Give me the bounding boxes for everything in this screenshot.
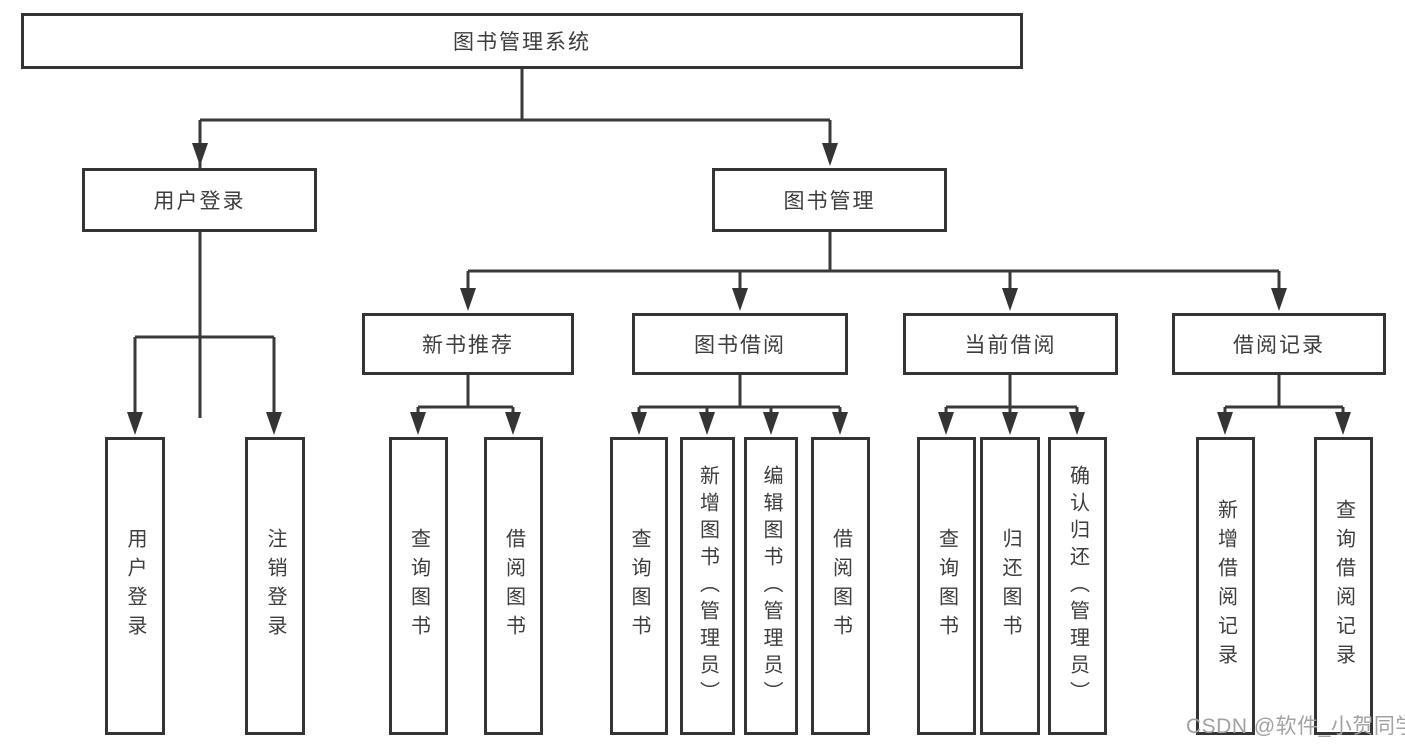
node-borrow-books-recommend: 借阅图书 xyxy=(484,437,543,735)
node-current-borrowing-label: 当前借阅 xyxy=(964,334,1057,357)
node-confirm-return-admin: 确认归还（管理员） xyxy=(1048,437,1107,735)
node-borrowing-records-label: 借阅记录 xyxy=(1233,334,1325,357)
node-book-borrowing: 图书借阅 xyxy=(632,313,848,375)
node-add-books-admin-label: 新增图书（管理员） xyxy=(696,464,719,708)
node-user-login-label: 用户登录 xyxy=(153,190,246,213)
node-user-login-leaf: 用户登录 xyxy=(105,437,165,735)
node-current-borrowing: 当前借阅 xyxy=(903,313,1118,375)
arrowhead-icons xyxy=(127,143,1351,435)
node-query-borrow-record: 查询借阅记录 xyxy=(1314,437,1373,735)
node-query-books-borrowing-label: 查询图书 xyxy=(628,528,650,644)
node-add-borrow-record-label: 新增借阅记录 xyxy=(1214,499,1237,673)
node-borrow-books-borrowing: 借阅图书 xyxy=(811,437,870,735)
node-new-book-recommend-label: 新书推荐 xyxy=(422,334,514,357)
node-book-borrowing-label: 图书借阅 xyxy=(694,334,786,357)
node-root-label: 图书管理系统 xyxy=(453,31,591,54)
node-query-books-recommend: 查询图书 xyxy=(389,437,448,735)
csdn-watermark: CSDN @软件_小贺同学 xyxy=(1186,715,1405,738)
node-logout-leaf: 注销登录 xyxy=(245,437,305,735)
node-return-books: 归还图书 xyxy=(980,437,1040,735)
node-confirm-return-admin-label: 确认归还（管理员） xyxy=(1066,464,1089,708)
node-borrowing-records: 借阅记录 xyxy=(1172,313,1386,375)
node-edit-books-admin-label: 编辑图书（管理员） xyxy=(760,464,782,708)
node-edit-books-admin: 编辑图书（管理员） xyxy=(744,437,798,735)
node-logout-leaf-label: 注销登录 xyxy=(264,528,286,644)
node-add-books-admin: 新增图书（管理员） xyxy=(680,437,735,735)
node-user-login-leaf-label: 用户登录 xyxy=(124,528,146,644)
node-query-books-current: 查询图书 xyxy=(917,437,976,735)
node-query-borrow-record-label: 查询借阅记录 xyxy=(1332,499,1355,673)
connector-lines xyxy=(133,69,1345,420)
node-add-borrow-record: 新增借阅记录 xyxy=(1196,437,1255,735)
node-user-login: 用户登录 xyxy=(82,168,317,232)
node-query-books-borrowing: 查询图书 xyxy=(610,437,668,735)
node-borrow-books-borrowing-label: 借阅图书 xyxy=(829,528,852,644)
node-new-book-recommend: 新书推荐 xyxy=(362,313,574,375)
node-root: 图书管理系统 xyxy=(21,13,1023,69)
node-book-management: 图书管理 xyxy=(712,168,947,232)
node-borrow-books-recommend-label: 借阅图书 xyxy=(502,528,525,644)
node-query-books-recommend-label: 查询图书 xyxy=(407,528,430,644)
node-book-management-label: 图书管理 xyxy=(783,190,876,213)
node-return-books-label: 归还图书 xyxy=(999,528,1021,644)
node-query-books-current-label: 查询图书 xyxy=(935,528,958,644)
